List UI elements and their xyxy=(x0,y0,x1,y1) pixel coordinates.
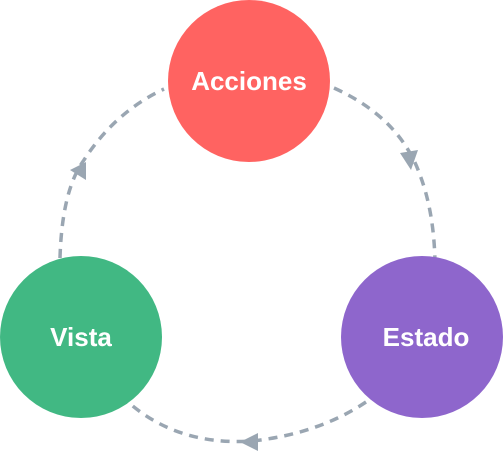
node-acciones: Acciones xyxy=(168,0,330,162)
node-estado-circle xyxy=(341,256,503,418)
node-acciones-label: Acciones xyxy=(191,66,307,96)
connectors xyxy=(58,86,437,451)
node-vista: Vista xyxy=(0,256,162,418)
edge-estado-vista xyxy=(126,400,367,444)
node-estado: Estado xyxy=(341,256,503,418)
arrow-estado-vista-icon xyxy=(240,433,258,451)
node-estado-label: Estado xyxy=(383,322,470,352)
arrow-vista-acciones-icon xyxy=(70,162,86,180)
node-vista-label: Vista xyxy=(50,322,112,352)
edge-vista-acciones xyxy=(58,87,165,259)
node-acciones-circle xyxy=(168,0,330,162)
edge-acciones-estado xyxy=(333,86,437,263)
arrow-acciones-estado-icon xyxy=(400,150,418,170)
node-vista-circle xyxy=(0,256,162,418)
